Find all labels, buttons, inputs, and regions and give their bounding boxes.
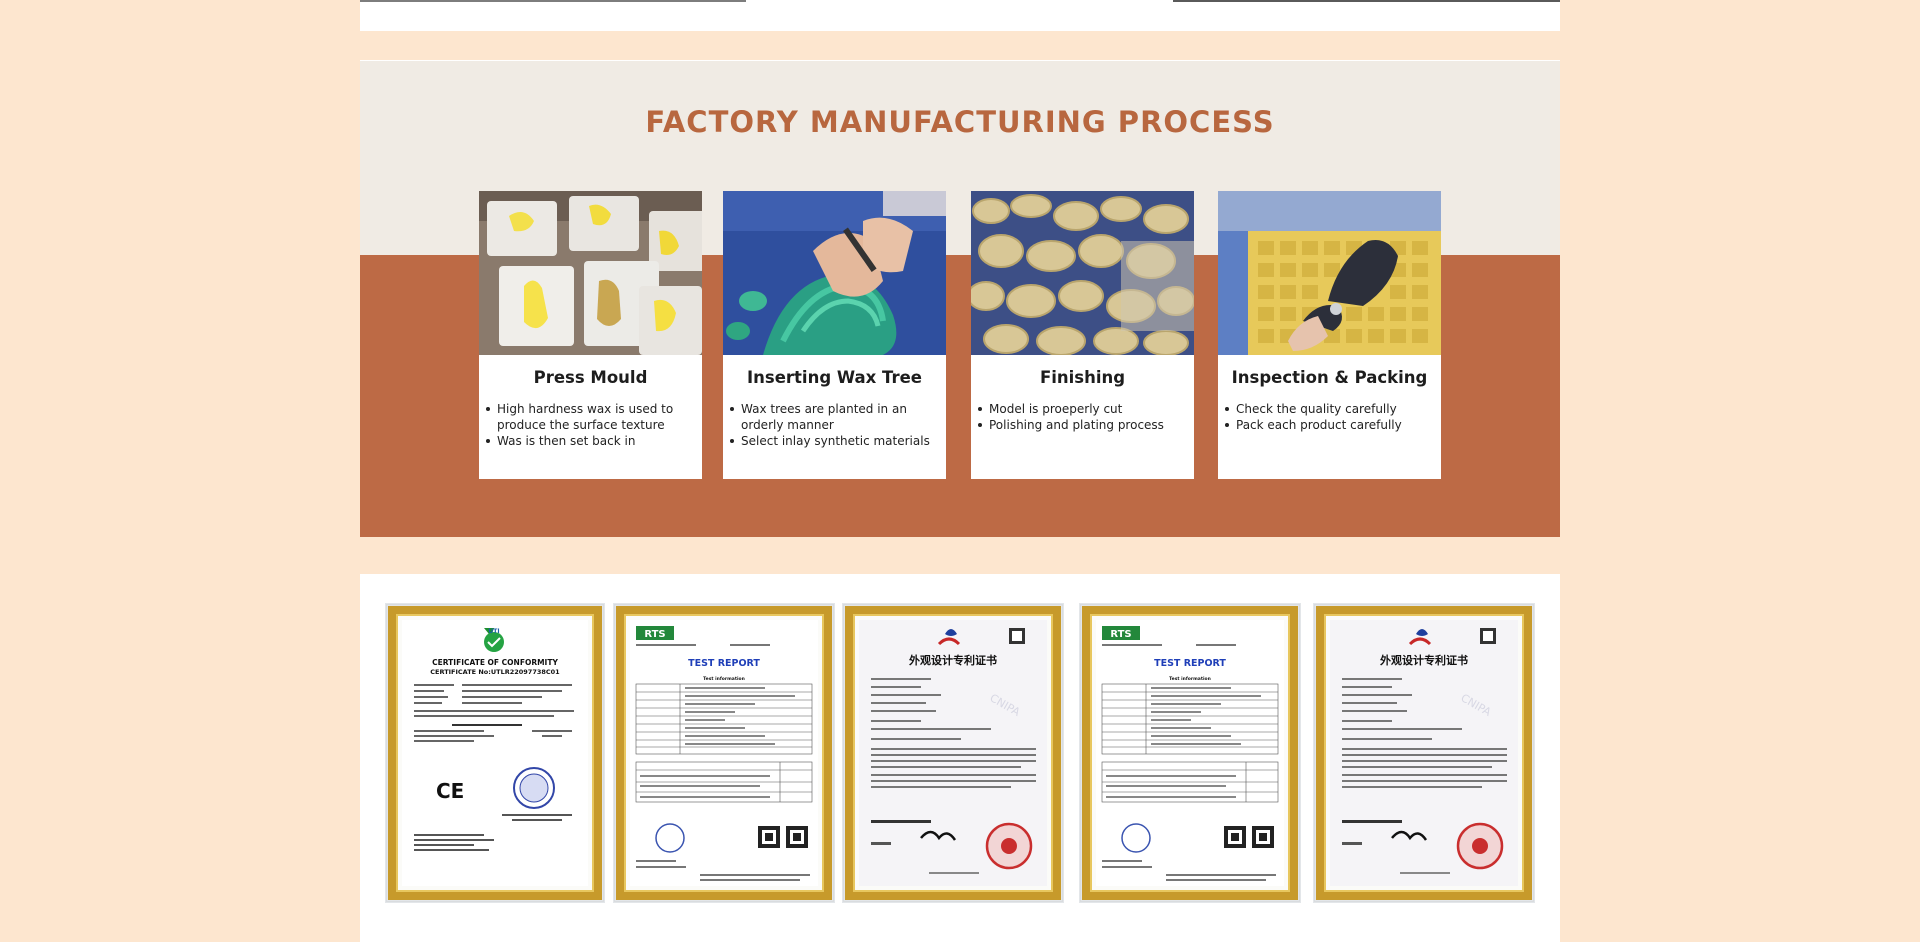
list-item: Was is then set back in — [485, 433, 690, 449]
wax-tree-photo — [723, 191, 946, 355]
divider — [360, 0, 746, 2]
card-bullets: Model is proeperly cut Polishing and pla… — [977, 401, 1182, 433]
card-title: Inserting Wax Tree — [747, 368, 922, 387]
divider — [360, 60, 1560, 61]
certificate-design-patent-1: 外观设计专利证书 CNIPA — [843, 604, 1063, 902]
list-item: Model is proeperly cut — [977, 401, 1182, 417]
process-card-finishing: Finishing Model is proeperly cut Polishi… — [971, 191, 1194, 479]
previous-section-bottom — [360, 0, 1560, 31]
certificate-test-report-2: RTS TEST REPORT Test information — [1080, 604, 1300, 902]
press-mould-photo — [479, 191, 702, 355]
conformity-number: CERTIFICATE No:UTLR22097738C01 — [430, 668, 560, 676]
test-report-title: TEST REPORT — [688, 658, 760, 669]
rts-logo-text: RTS — [644, 629, 665, 640]
certificates-section: UTI CERTIFICATE OF CONFORMITY CERTIFICAT… — [360, 574, 1560, 942]
list-item: Check the quality carefully — [1224, 401, 1429, 417]
test-report-title: TEST REPORT — [1154, 658, 1226, 669]
patent-title: 外观设计专利证书 — [1379, 653, 1468, 667]
card-title: Finishing — [1039, 368, 1126, 387]
card-title: Press Mould — [533, 368, 648, 387]
list-item: Pack each product carefully — [1224, 417, 1429, 433]
uti-logo-text: UTI — [488, 628, 499, 635]
section-title: FACTORY MANUFACTURING PROCESS — [645, 105, 1275, 139]
card-bullets: Wax trees are planted in an orderly mann… — [729, 401, 934, 449]
rts-logo-text: RTS — [1110, 629, 1131, 640]
manufacturing-process-section: FACTORY MANUFACTURING PROCESS Press Mou — [360, 60, 1560, 537]
certificate-design-patent-2: 外观设计专利证书 CNIPA — [1314, 604, 1534, 902]
certificate-test-report-1: RTS TEST REPORT Test information — [614, 604, 834, 902]
test-info-label: Test information — [703, 676, 745, 682]
ce-mark: CE — [436, 779, 464, 803]
list-item: Select inlay synthetic materials — [729, 433, 934, 449]
list-item: High hardness wax is used to produce the… — [485, 401, 690, 433]
list-item: Wax trees are planted in an orderly mann… — [729, 401, 934, 433]
list-item: Polishing and plating process — [977, 417, 1182, 433]
test-info-label: Test information — [1169, 676, 1211, 682]
card-bullets: Check the quality carefully Pack each pr… — [1224, 401, 1429, 433]
finishing-photo — [971, 191, 1194, 355]
card-bullets: High hardness wax is used to produce the… — [485, 401, 690, 449]
card-title: Inspection & Packing — [1231, 368, 1428, 387]
process-card-inserting-wax-tree: Inserting Wax Tree Wax trees are planted… — [723, 191, 946, 479]
patent-title: 外观设计专利证书 — [908, 653, 997, 667]
conformity-title: CERTIFICATE OF CONFORMITY — [432, 658, 558, 667]
process-card-press-mould: Press Mould High hardness wax is used to… — [479, 191, 702, 479]
inspection-photo — [1218, 191, 1441, 355]
certificate-conformity: UTI CERTIFICATE OF CONFORMITY CERTIFICAT… — [386, 604, 604, 902]
divider — [1173, 0, 1560, 2]
process-card-inspection-packing: Inspection & Packing Check the quality c… — [1218, 191, 1441, 479]
